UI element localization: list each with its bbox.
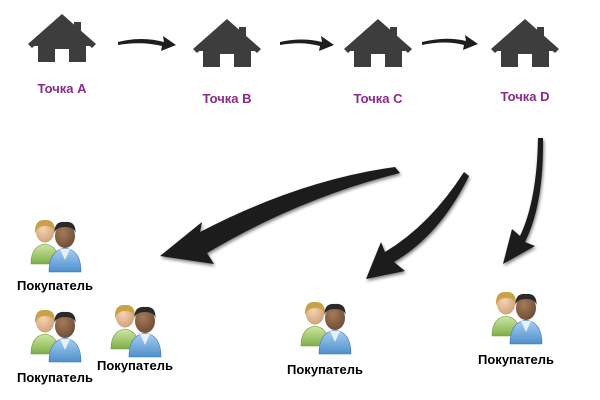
customers-pair-icon <box>300 301 352 355</box>
house-icon <box>28 14 96 62</box>
customer-label-4: Покупатель <box>287 362 363 377</box>
customer-label-3: Покупатель <box>97 358 173 373</box>
point-label-d: Точка D <box>500 89 550 104</box>
point-label-a: Точка A <box>37 81 87 96</box>
customers-layer <box>30 219 543 363</box>
house-icon <box>491 19 559 67</box>
chain-arrows <box>118 35 478 51</box>
distribution-arrows <box>160 138 544 279</box>
arrow-to-customer-center <box>366 172 469 279</box>
customers-pair-icon <box>30 309 82 363</box>
customer-label-1: Покупатель <box>17 278 93 293</box>
customer-label-2: Покупатель <box>17 370 93 385</box>
arrow-to-customer-group-left <box>160 167 400 264</box>
arrow-b-to-c <box>280 36 334 51</box>
arrow-c-to-d <box>422 35 478 50</box>
arrow-a-to-b <box>118 36 176 51</box>
customers-pair-icon <box>110 304 162 358</box>
house-icon <box>193 19 261 67</box>
customers-pair-icon <box>30 219 82 273</box>
customers-pair-icon <box>491 291 543 345</box>
arrow-to-customer-right <box>503 138 544 264</box>
customer-label-5: Покупатель <box>478 352 554 367</box>
point-label-c: Точка C <box>353 91 403 106</box>
point-label-b: Точка B <box>202 91 252 106</box>
house-icon <box>344 19 412 67</box>
